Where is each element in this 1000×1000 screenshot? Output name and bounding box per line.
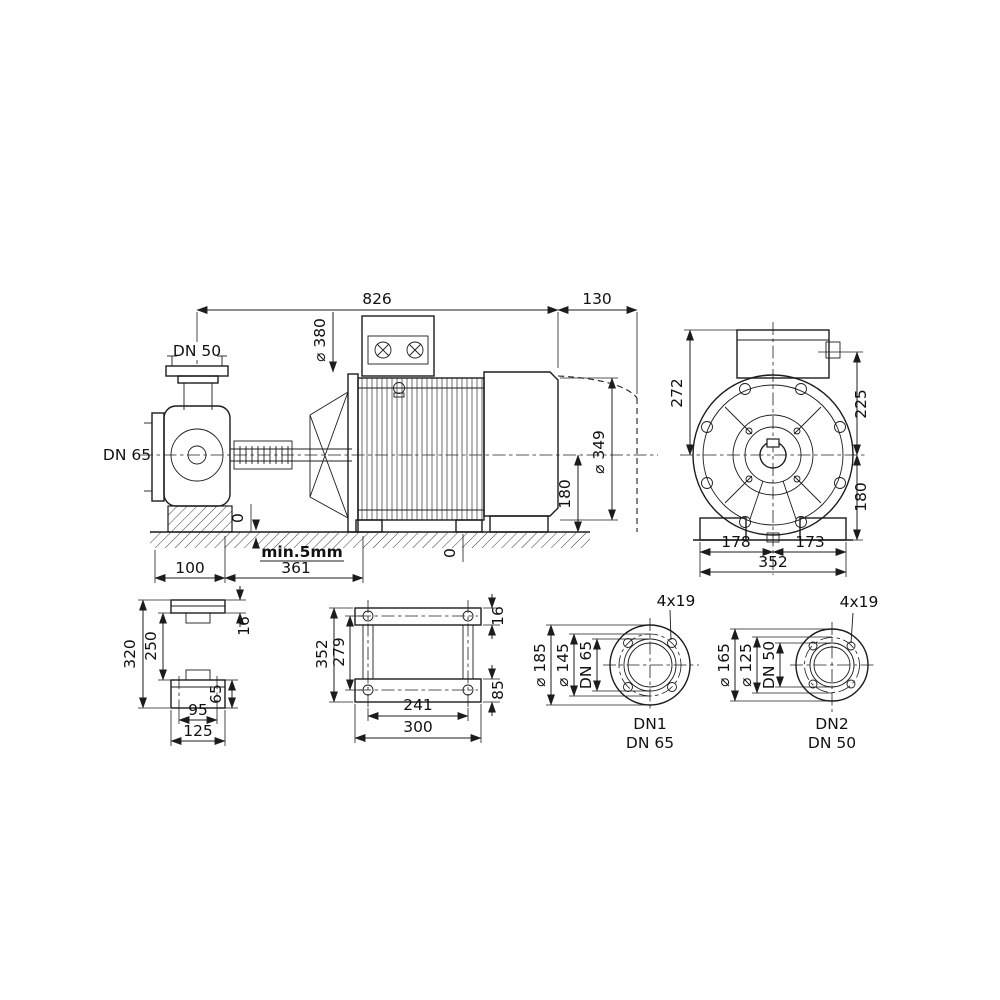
dim-od-1: ⌀ 185 bbox=[531, 643, 549, 687]
dim-16-support: 16 bbox=[235, 616, 253, 636]
keyway bbox=[766, 438, 780, 448]
screw-icon bbox=[374, 341, 392, 359]
lantern-bracket bbox=[309, 373, 359, 533]
label-flange2-size: DN 50 bbox=[808, 734, 856, 752]
label-bolt-holes-2: 4x19 bbox=[840, 593, 879, 611]
discharge-flange bbox=[165, 355, 229, 410]
dim-100: 100 bbox=[175, 559, 205, 577]
label-flange1-name: DN1 bbox=[633, 715, 666, 733]
note-min-clearance: min.5mm bbox=[261, 543, 342, 561]
dim-250: 250 bbox=[142, 631, 160, 661]
dim-180-end: 180 bbox=[852, 482, 870, 512]
baseplate-dimension-lines bbox=[329, 594, 500, 743]
dim-125: 125 bbox=[183, 722, 213, 740]
label-flange2-name: DN2 bbox=[815, 715, 848, 733]
support-foot-outline bbox=[170, 599, 226, 712]
flange1-dimension-lines bbox=[546, 624, 650, 706]
dim-od-2: ⌀ 165 bbox=[715, 643, 733, 687]
dim-total-length: 826 bbox=[362, 290, 392, 308]
terminal-box-side bbox=[361, 315, 435, 377]
side-view: 826 130 DN 50 ⌀ 380 DN 65 180 ⌀ 349 min.… bbox=[103, 290, 658, 583]
flange2-outline bbox=[790, 612, 876, 712]
dim-279: 279 bbox=[330, 637, 348, 667]
flange2-dimension-lines bbox=[730, 628, 832, 702]
label-suction-dn: DN 65 bbox=[103, 446, 151, 464]
foundation-block bbox=[167, 505, 233, 533]
side-dimension-lines bbox=[154, 306, 638, 583]
datum-zero-motor: 0 bbox=[441, 548, 459, 558]
end-view: 272 225 180 178 173 352 bbox=[668, 322, 870, 577]
dim-320: 320 bbox=[121, 639, 139, 669]
dim-bcd-2: ⌀ 125 bbox=[737, 643, 755, 687]
dim-241: 241 bbox=[403, 696, 433, 714]
dim-352-baseplate: 352 bbox=[313, 639, 331, 669]
label-discharge-dn: DN 50 bbox=[173, 342, 221, 360]
motor-body bbox=[355, 377, 485, 533]
dim-dn-2: DN 50 bbox=[760, 641, 778, 689]
volute-casing bbox=[144, 405, 231, 507]
dim-bcd-1: ⌀ 145 bbox=[554, 643, 572, 687]
dim-95: 95 bbox=[188, 701, 208, 719]
dim-fan-clearance: 130 bbox=[582, 290, 612, 308]
baseplate-view: 352 279 16 85 241 300 bbox=[313, 594, 507, 743]
dim-16-baseplate: 16 bbox=[489, 606, 507, 626]
terminal-box-end bbox=[736, 329, 841, 379]
dim-178: 178 bbox=[721, 533, 751, 551]
label-bolt-holes-1: 4x19 bbox=[657, 592, 696, 610]
motor-feet-end bbox=[693, 517, 853, 543]
dim-300: 300 bbox=[403, 718, 433, 736]
support-foot-view: 320 250 16 65 95 125 bbox=[121, 586, 253, 746]
end-dimension-lines bbox=[684, 329, 863, 577]
baseplate-outline bbox=[354, 600, 482, 710]
dim-dn-1: DN 65 bbox=[577, 641, 595, 689]
ground-hatching bbox=[150, 531, 590, 548]
housing-ribs bbox=[724, 406, 822, 520]
label-flange1-size: DN 65 bbox=[626, 734, 674, 752]
screw-icon bbox=[406, 341, 424, 359]
dim-65: 65 bbox=[207, 684, 225, 704]
end-view-centerlines bbox=[680, 322, 865, 575]
dim-225: 225 bbox=[852, 389, 870, 419]
dim-85: 85 bbox=[489, 680, 507, 700]
dim-flange-dia: ⌀ 380 bbox=[311, 318, 329, 362]
lifting-eye-icon bbox=[393, 382, 405, 394]
flange-bolt-holes bbox=[701, 383, 846, 528]
dim-motor-dia: ⌀ 349 bbox=[590, 430, 608, 474]
datum-zero-pump: 0 bbox=[229, 513, 247, 523]
flange-dn65-view: 4x19 ⌀ 185 ⌀ 145 DN 65 DN1 DN 65 bbox=[531, 592, 699, 752]
shaft-and-coupling-guard bbox=[230, 440, 352, 470]
dim-shaft-height-side: 180 bbox=[556, 479, 574, 509]
flange-dn50-view: 4x19 ⌀ 165 ⌀ 125 DN 50 DN2 DN 50 bbox=[715, 593, 878, 752]
drain-plug bbox=[766, 532, 780, 543]
support-dimension-lines bbox=[138, 586, 246, 746]
dim-272: 272 bbox=[668, 378, 686, 408]
dim-352-end: 352 bbox=[758, 553, 788, 571]
dim-173: 173 bbox=[795, 533, 825, 551]
dim-361: 361 bbox=[281, 559, 311, 577]
